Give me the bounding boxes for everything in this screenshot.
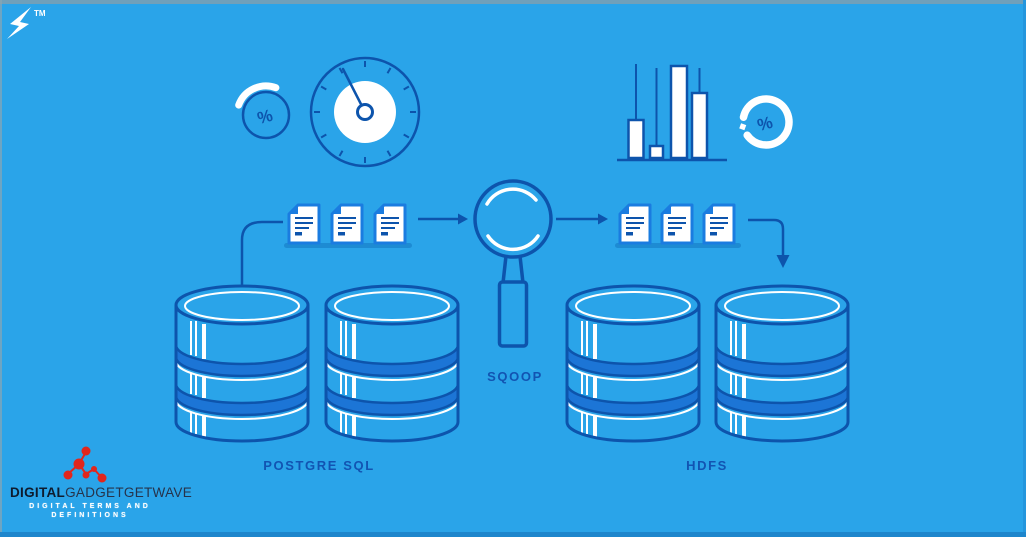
footer-tagline-line1: DIGITAL TERMS AND <box>29 503 151 510</box>
molecule-icon <box>63 446 107 483</box>
footer-brand-rest: GADGETGETWAVE <box>65 485 193 500</box>
source-connector-line <box>240 220 283 292</box>
sqoop-magnifier-icon <box>473 179 553 348</box>
brand-bolt-icon: TM <box>7 7 46 39</box>
target-documents <box>615 203 741 248</box>
arrow-right-icon <box>418 213 468 225</box>
percent-ring-icon: % <box>739 95 793 149</box>
document-icon <box>330 203 364 245</box>
percent-glyph: % <box>755 113 775 135</box>
hdfs-label: HDFS <box>686 458 728 473</box>
document-icon <box>618 203 652 245</box>
percent-glyph: % <box>255 106 275 128</box>
document-icon <box>373 203 407 245</box>
arrow-right-icon <box>556 213 608 225</box>
source-documents <box>284 203 412 248</box>
percent-progress-icon: % <box>235 82 291 140</box>
database-cylinder-icon <box>714 284 850 443</box>
footer-brand-bold: DIGITAL <box>10 485 66 500</box>
right-edge-strip <box>1023 0 1026 537</box>
database-cylinder-icon <box>324 284 460 443</box>
footer-tagline-line2: DEFINITIONS <box>51 512 129 519</box>
top-edge-strip <box>0 0 1026 4</box>
source-database-group <box>174 284 460 443</box>
postgresql-label: POSTGRE SQL <box>263 458 375 473</box>
target-database-group <box>565 284 850 443</box>
document-icon <box>287 203 321 245</box>
database-cylinder-icon <box>174 284 310 443</box>
left-edge-strip <box>0 0 2 537</box>
database-cylinder-icon <box>565 284 701 443</box>
footer-brand-text: DIGITALGADGETGETWAVE <box>10 485 192 500</box>
sqoop-label: SQOOP <box>487 369 543 384</box>
gauge-icon <box>309 56 421 168</box>
document-icon <box>702 203 736 245</box>
candlestick-chart-icon <box>617 64 727 162</box>
trademark-label: TM <box>34 9 46 18</box>
arrow-down-icon <box>748 218 790 268</box>
bottom-edge-strip <box>0 532 1026 537</box>
document-icon <box>660 203 694 245</box>
